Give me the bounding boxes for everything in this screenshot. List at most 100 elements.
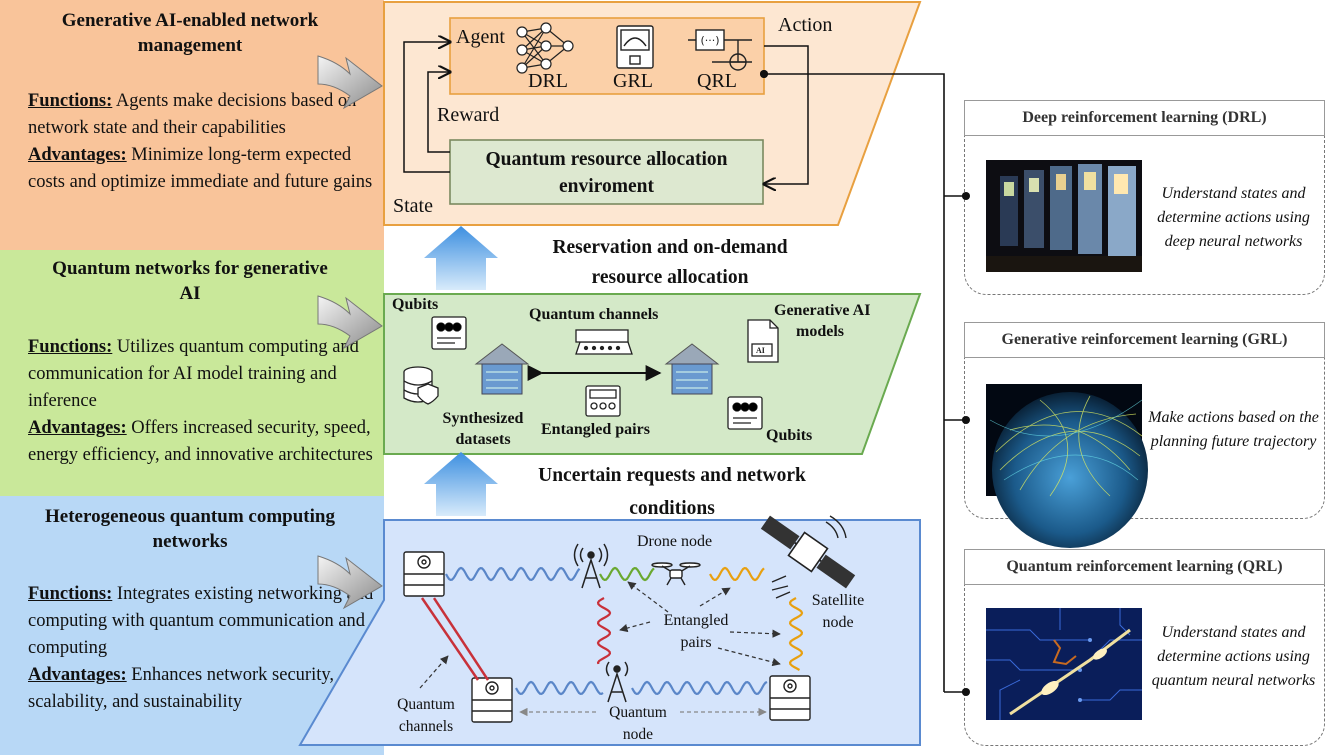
neural-network-icon [516, 22, 574, 74]
qrl-card-text: Understand states and determine actions … [1151, 624, 1316, 689]
functions-label: Functions: [28, 584, 113, 604]
wave-orange [709, 566, 765, 582]
wave-blue [631, 680, 768, 696]
drl-card-text: Understand states and determine actions … [1157, 185, 1310, 250]
fiber-channel [420, 597, 480, 681]
qubit-chip-icon [431, 316, 467, 350]
quantum-waves [445, 566, 804, 696]
agent-label: Agent [456, 26, 505, 48]
quantum-for-ai-description: Functions: Utilizes quantum computing an… [28, 334, 384, 469]
advantages-label: Advantages: [28, 145, 127, 165]
curved-arrow-icon [317, 295, 383, 350]
generative-model-icon [616, 25, 654, 69]
reward-loop-arrow [427, 72, 450, 153]
functions-text: Utilizes quantum computing and communica… [28, 337, 359, 411]
advantages-text: Minimize long-term expected costs and op… [28, 145, 373, 192]
quantum-for-ai-panel: Quantum networks for generative AI Funct… [0, 250, 384, 496]
state-label: State [393, 195, 433, 217]
satellite-icon [760, 515, 856, 589]
svg-text:(···): (···) [700, 34, 719, 47]
wave-blue [445, 566, 581, 582]
database-icon [403, 366, 439, 405]
drone-icon [651, 562, 701, 586]
qrl-label: QRL [697, 70, 737, 92]
generative-models-line2: models [796, 323, 844, 340]
entangled-line2: pairs [680, 634, 712, 651]
wave-red [596, 597, 612, 665]
entangled-device-icon [585, 385, 621, 417]
management-description: Functions: Agents make decisions based o… [28, 88, 384, 196]
uncertain-caption-line1: Uncertain requests and network [538, 465, 806, 486]
management-title: Generative AI-enabled network management [61, 10, 319, 56]
wave-green [599, 566, 655, 582]
quantum-channels-label: Quantum channels [529, 306, 659, 323]
drl-label: DRL [528, 70, 568, 92]
quantum-server-icon [403, 551, 445, 597]
management-panel: Generative AI-enabled network management… [0, 0, 384, 250]
environment-label: Quantum resource allocation enviroment [450, 146, 763, 200]
grl-label: GRL [613, 70, 653, 92]
curved-arrow-icon [317, 55, 383, 110]
drl-card-title: Deep reinforcement learning (DRL) [964, 100, 1325, 136]
qubits-left-label: Qubits [392, 296, 439, 313]
quantum-for-ai-title: Quantum networks for generative AI [52, 258, 328, 304]
quantum-server-icon [471, 677, 513, 723]
state-loop-arrow [403, 42, 450, 173]
functions-text: Integrates existing networking and compu… [28, 584, 374, 658]
antenna-tower-icon [605, 661, 629, 703]
drl-card: Deep reinforcement learning (DRL) Unders… [964, 100, 1325, 296]
network-switch-icon [575, 329, 633, 355]
quantum-channels-line2: channels [398, 718, 454, 735]
satellite-line2: node [822, 614, 854, 631]
advantages-text: Offers increased security, speed, energy… [28, 418, 373, 465]
qrl-card-title: Quantum reinforcement learning (QRL) [964, 549, 1325, 585]
synthesized-line2: datasets [455, 431, 511, 448]
reservation-caption: Reservation and on-demand resource alloc… [500, 233, 840, 293]
entangled-pairs-bottom-label: Entangled pairs [656, 610, 736, 654]
curved-arrow-icon [317, 555, 383, 610]
heterogeneous-description: Functions: Integrates existing networkin… [28, 581, 384, 716]
antenna-tower-icon [573, 543, 609, 589]
wave-blue [515, 680, 604, 696]
functions-label: Functions: [28, 91, 113, 111]
synthesized-line1: Synthesized [442, 410, 524, 427]
grl-card: Generative reinforcement learning (GRL) … [964, 322, 1325, 520]
qubit-chip-icon [727, 396, 763, 430]
drone-node-label: Drone node [637, 533, 713, 550]
wave-orange [788, 597, 804, 671]
environment-box [449, 139, 764, 205]
data-center-icon [474, 343, 530, 395]
advantages-label: Advantages: [28, 418, 127, 438]
quantum-node-label: Quantum node [596, 702, 680, 746]
synthesized-datasets-label: Synthesized datasets [434, 408, 532, 450]
grl-card-text: Make actions based on the planning futur… [1148, 409, 1319, 450]
quantum-server-icon [769, 675, 811, 721]
reservation-caption-line1: Reservation and on-demand [552, 237, 788, 258]
grl-card-title: Generative reinforcement learning (GRL) [964, 322, 1325, 358]
advantages-text: Enhances network security, scalability, … [28, 665, 335, 712]
heterogeneous-title: Heterogeneous quantum computing networks [45, 506, 335, 552]
environment-line1: Quantum resource allocation [485, 149, 728, 170]
action-label: Action [778, 14, 833, 36]
generative-models-line1: Generative AI [774, 302, 871, 319]
quantum-node-line1: Quantum [609, 704, 667, 721]
environment-line2: enviroment [559, 176, 654, 197]
entangled-pairs-label: Entangled pairs [541, 421, 650, 438]
qubits-right-label: Qubits [766, 427, 813, 444]
functions-label: Functions: [28, 337, 113, 357]
quantum-channels-bottom-label: Quantum channels [388, 694, 464, 738]
satellite-node-label: Satellite node [806, 590, 870, 634]
qrl-card: Quantum reinforcement learning (QRL) Und… [964, 549, 1325, 749]
quantum-circuit-icon: (···) [688, 29, 752, 71]
reward-label: Reward [437, 104, 500, 126]
uncertain-caption-line2: conditions [629, 498, 715, 519]
functions-text: Agents make decisions based on network s… [28, 91, 357, 138]
advantages-label: Advantages: [28, 665, 127, 685]
ai-document-icon [747, 319, 779, 363]
data-center-icon [664, 343, 720, 395]
ai-badge-label: AI [756, 346, 765, 355]
quantum-node-line2: node [622, 726, 654, 743]
connector-line [764, 73, 945, 692]
up-arrow-icon [424, 452, 498, 516]
